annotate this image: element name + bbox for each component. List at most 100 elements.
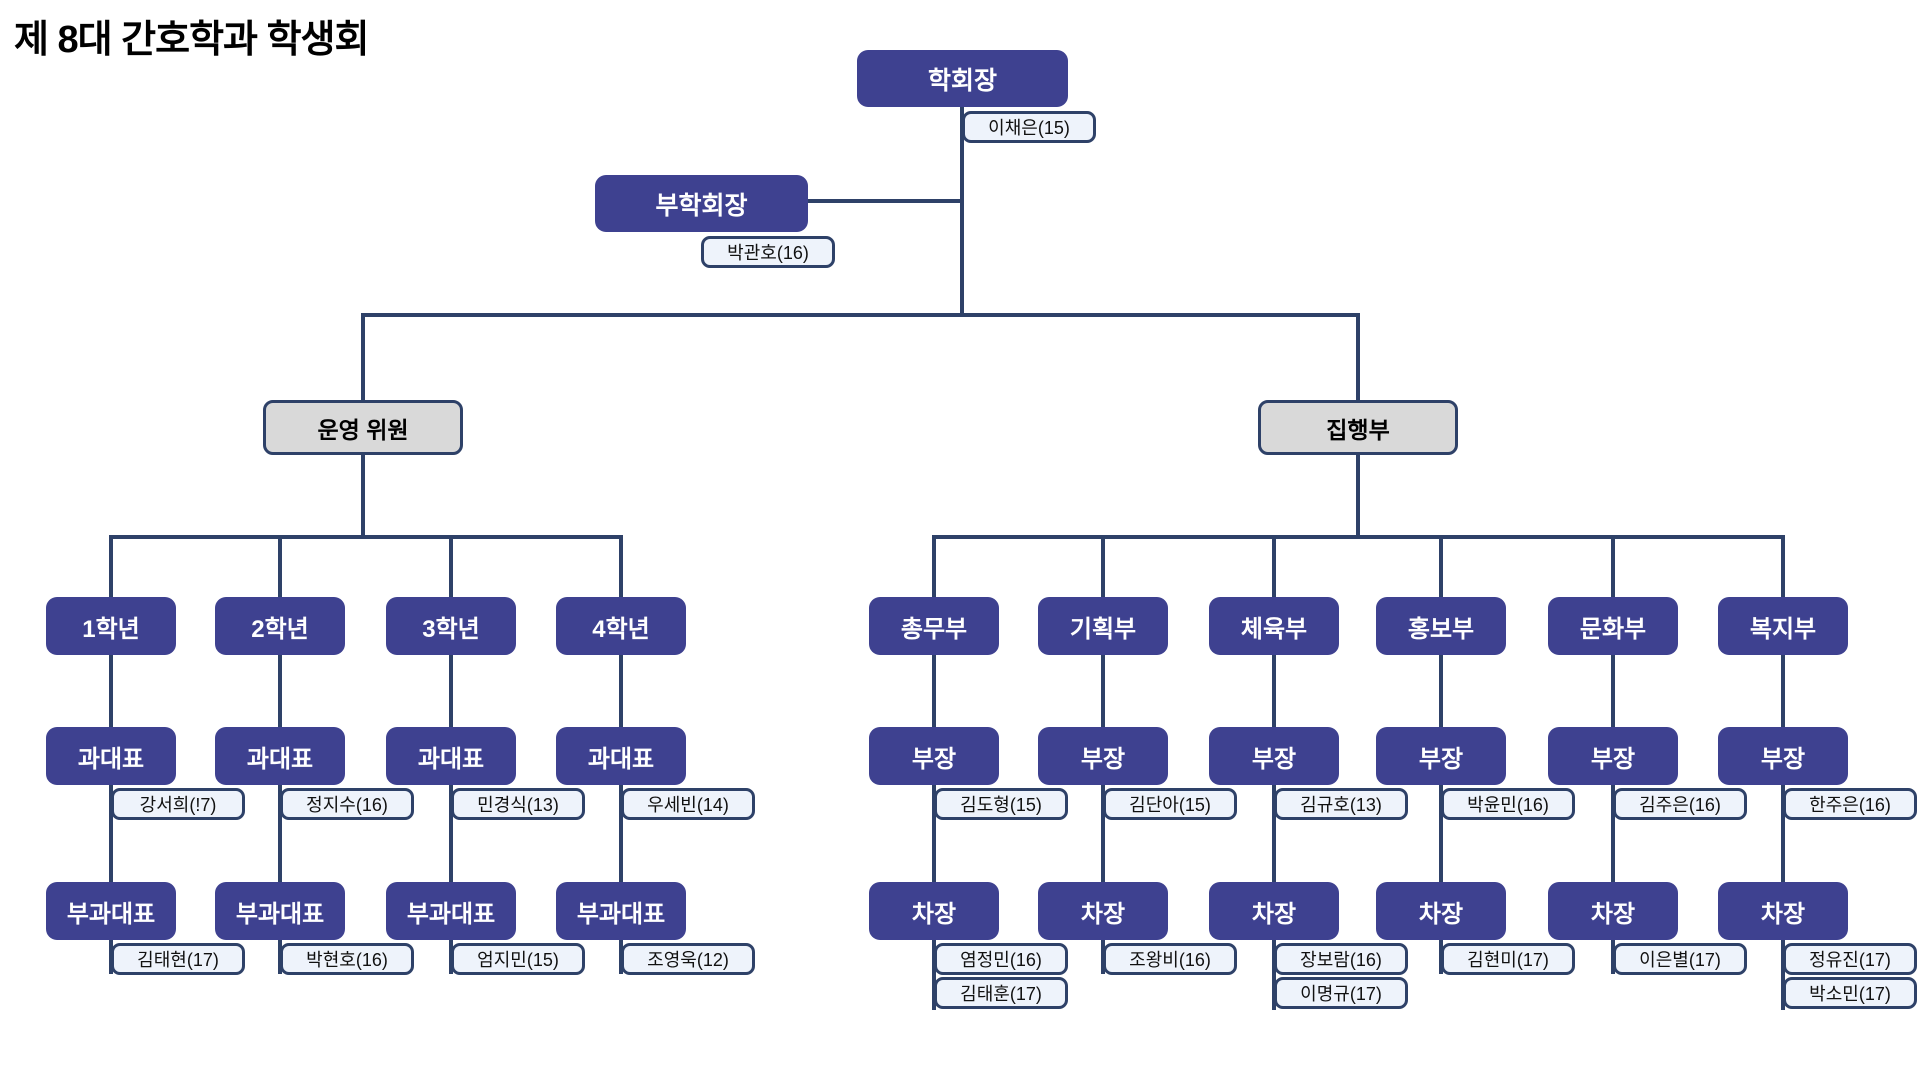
sub-role-box-grade-4: 부과대표 — [556, 882, 686, 940]
lead-role-box-sports: 부장 — [1209, 727, 1339, 785]
connector-line — [109, 653, 113, 729]
connector-line — [449, 653, 453, 729]
connector-line — [932, 653, 936, 729]
connector-line — [1781, 783, 1785, 884]
connector-line — [619, 783, 623, 884]
member-name-label: 염정민(16) — [934, 943, 1068, 975]
member-name-label: 이명규(17) — [1274, 977, 1408, 1009]
connector-line — [1781, 653, 1785, 729]
vice-president-box: 부학회장 — [595, 175, 808, 232]
lead-role-box-planning: 부장 — [1038, 727, 1168, 785]
member-name-label: 민경식(13) — [451, 788, 585, 820]
president-name-label: 이채은(15) — [962, 111, 1096, 143]
member-name-label: 조왕비(16) — [1103, 943, 1237, 975]
connector-line — [960, 105, 964, 315]
lead-role-box-welfare: 부장 — [1718, 727, 1848, 785]
unit-box-grade-4: 4학년 — [556, 597, 686, 655]
connector-line — [1781, 535, 1785, 597]
member-name-label: 김현미(17) — [1441, 943, 1575, 975]
connector-line — [1439, 535, 1443, 597]
connector-line — [109, 783, 113, 884]
connector-line — [1439, 783, 1443, 884]
connector-line — [1272, 653, 1276, 729]
connector-line — [449, 535, 453, 597]
connector-line — [361, 313, 1360, 317]
unit-box-general-affairs: 총무부 — [869, 597, 999, 655]
connector-line — [1781, 938, 1785, 1010]
connector-line — [619, 653, 623, 729]
connector-line — [109, 535, 113, 597]
connector-line — [361, 453, 365, 539]
connector-line — [109, 535, 623, 539]
connector-line — [1356, 453, 1360, 539]
unit-box-sports: 체육부 — [1209, 597, 1339, 655]
member-name-label: 장보람(16) — [1274, 943, 1408, 975]
member-name-label: 김주은(16) — [1613, 788, 1747, 820]
member-name-label: 한주은(16) — [1783, 788, 1917, 820]
connector-line — [932, 535, 1785, 539]
connector-line — [619, 535, 623, 597]
connector-line — [278, 535, 282, 597]
vice-president-name-label: 박관호(16) — [701, 236, 835, 268]
president-box: 학회장 — [857, 50, 1068, 107]
lead-role-box-public-relations: 부장 — [1376, 727, 1506, 785]
connector-line — [278, 783, 282, 884]
connector-line — [932, 783, 936, 884]
connector-line — [1611, 783, 1615, 884]
connector-line — [1101, 535, 1105, 597]
connector-line — [932, 938, 936, 1010]
unit-box-grade-3: 3학년 — [386, 597, 516, 655]
lead-role-box-culture: 부장 — [1548, 727, 1678, 785]
connector-line — [1272, 535, 1276, 597]
sub-role-box-culture: 차장 — [1548, 882, 1678, 940]
unit-box-welfare: 복지부 — [1718, 597, 1848, 655]
connector-line — [361, 313, 365, 400]
connector-line — [1439, 653, 1443, 729]
connector-line — [1611, 653, 1615, 729]
connector-line — [278, 653, 282, 729]
member-name-label: 이은별(17) — [1613, 943, 1747, 975]
lead-role-box-grade-1: 과대표 — [46, 727, 176, 785]
unit-box-planning: 기획부 — [1038, 597, 1168, 655]
connector-line — [1101, 783, 1105, 884]
unit-box-grade-2: 2학년 — [215, 597, 345, 655]
connector-line — [1272, 783, 1276, 884]
member-name-label: 정지수(16) — [280, 788, 414, 820]
member-name-label: 김도형(15) — [934, 788, 1068, 820]
sub-role-box-grade-2: 부과대표 — [215, 882, 345, 940]
lead-role-box-grade-3: 과대표 — [386, 727, 516, 785]
member-name-label: 박소민(17) — [1783, 977, 1917, 1009]
chart-title: 제 8대 간호학과 학생회 — [14, 19, 369, 61]
sub-role-box-sports: 차장 — [1209, 882, 1339, 940]
lead-role-box-grade-4: 과대표 — [556, 727, 686, 785]
member-name-label: 김태훈(17) — [934, 977, 1068, 1009]
connector-line — [1356, 313, 1360, 400]
member-name-label: 조영욱(12) — [621, 943, 755, 975]
connector-line — [1611, 535, 1615, 597]
member-name-label: 우세빈(14) — [621, 788, 755, 820]
sub-role-box-general-affairs: 차장 — [869, 882, 999, 940]
sub-role-box-grade-3: 부과대표 — [386, 882, 516, 940]
operating-committee-box: 운영 위원 — [263, 400, 463, 455]
connector-line — [932, 535, 936, 597]
member-name-label: 엄지민(15) — [451, 943, 585, 975]
lead-role-box-general-affairs: 부장 — [869, 727, 999, 785]
member-name-label: 강서희(!7) — [111, 788, 245, 820]
member-name-label: 정유진(17) — [1783, 943, 1917, 975]
connector-line — [1272, 938, 1276, 1010]
connector-line — [449, 783, 453, 884]
sub-role-box-planning: 차장 — [1038, 882, 1168, 940]
sub-role-box-grade-1: 부과대표 — [46, 882, 176, 940]
member-name-label: 박윤민(16) — [1441, 788, 1575, 820]
member-name-label: 김규호(13) — [1274, 788, 1408, 820]
lead-role-box-grade-2: 과대표 — [215, 727, 345, 785]
connector-line — [806, 199, 962, 203]
member-name-label: 김태현(17) — [111, 943, 245, 975]
executive-board-box: 집행부 — [1258, 400, 1458, 455]
member-name-label: 김단아(15) — [1103, 788, 1237, 820]
unit-box-public-relations: 홍보부 — [1376, 597, 1506, 655]
sub-role-box-public-relations: 차장 — [1376, 882, 1506, 940]
unit-box-grade-1: 1학년 — [46, 597, 176, 655]
sub-role-box-welfare: 차장 — [1718, 882, 1848, 940]
